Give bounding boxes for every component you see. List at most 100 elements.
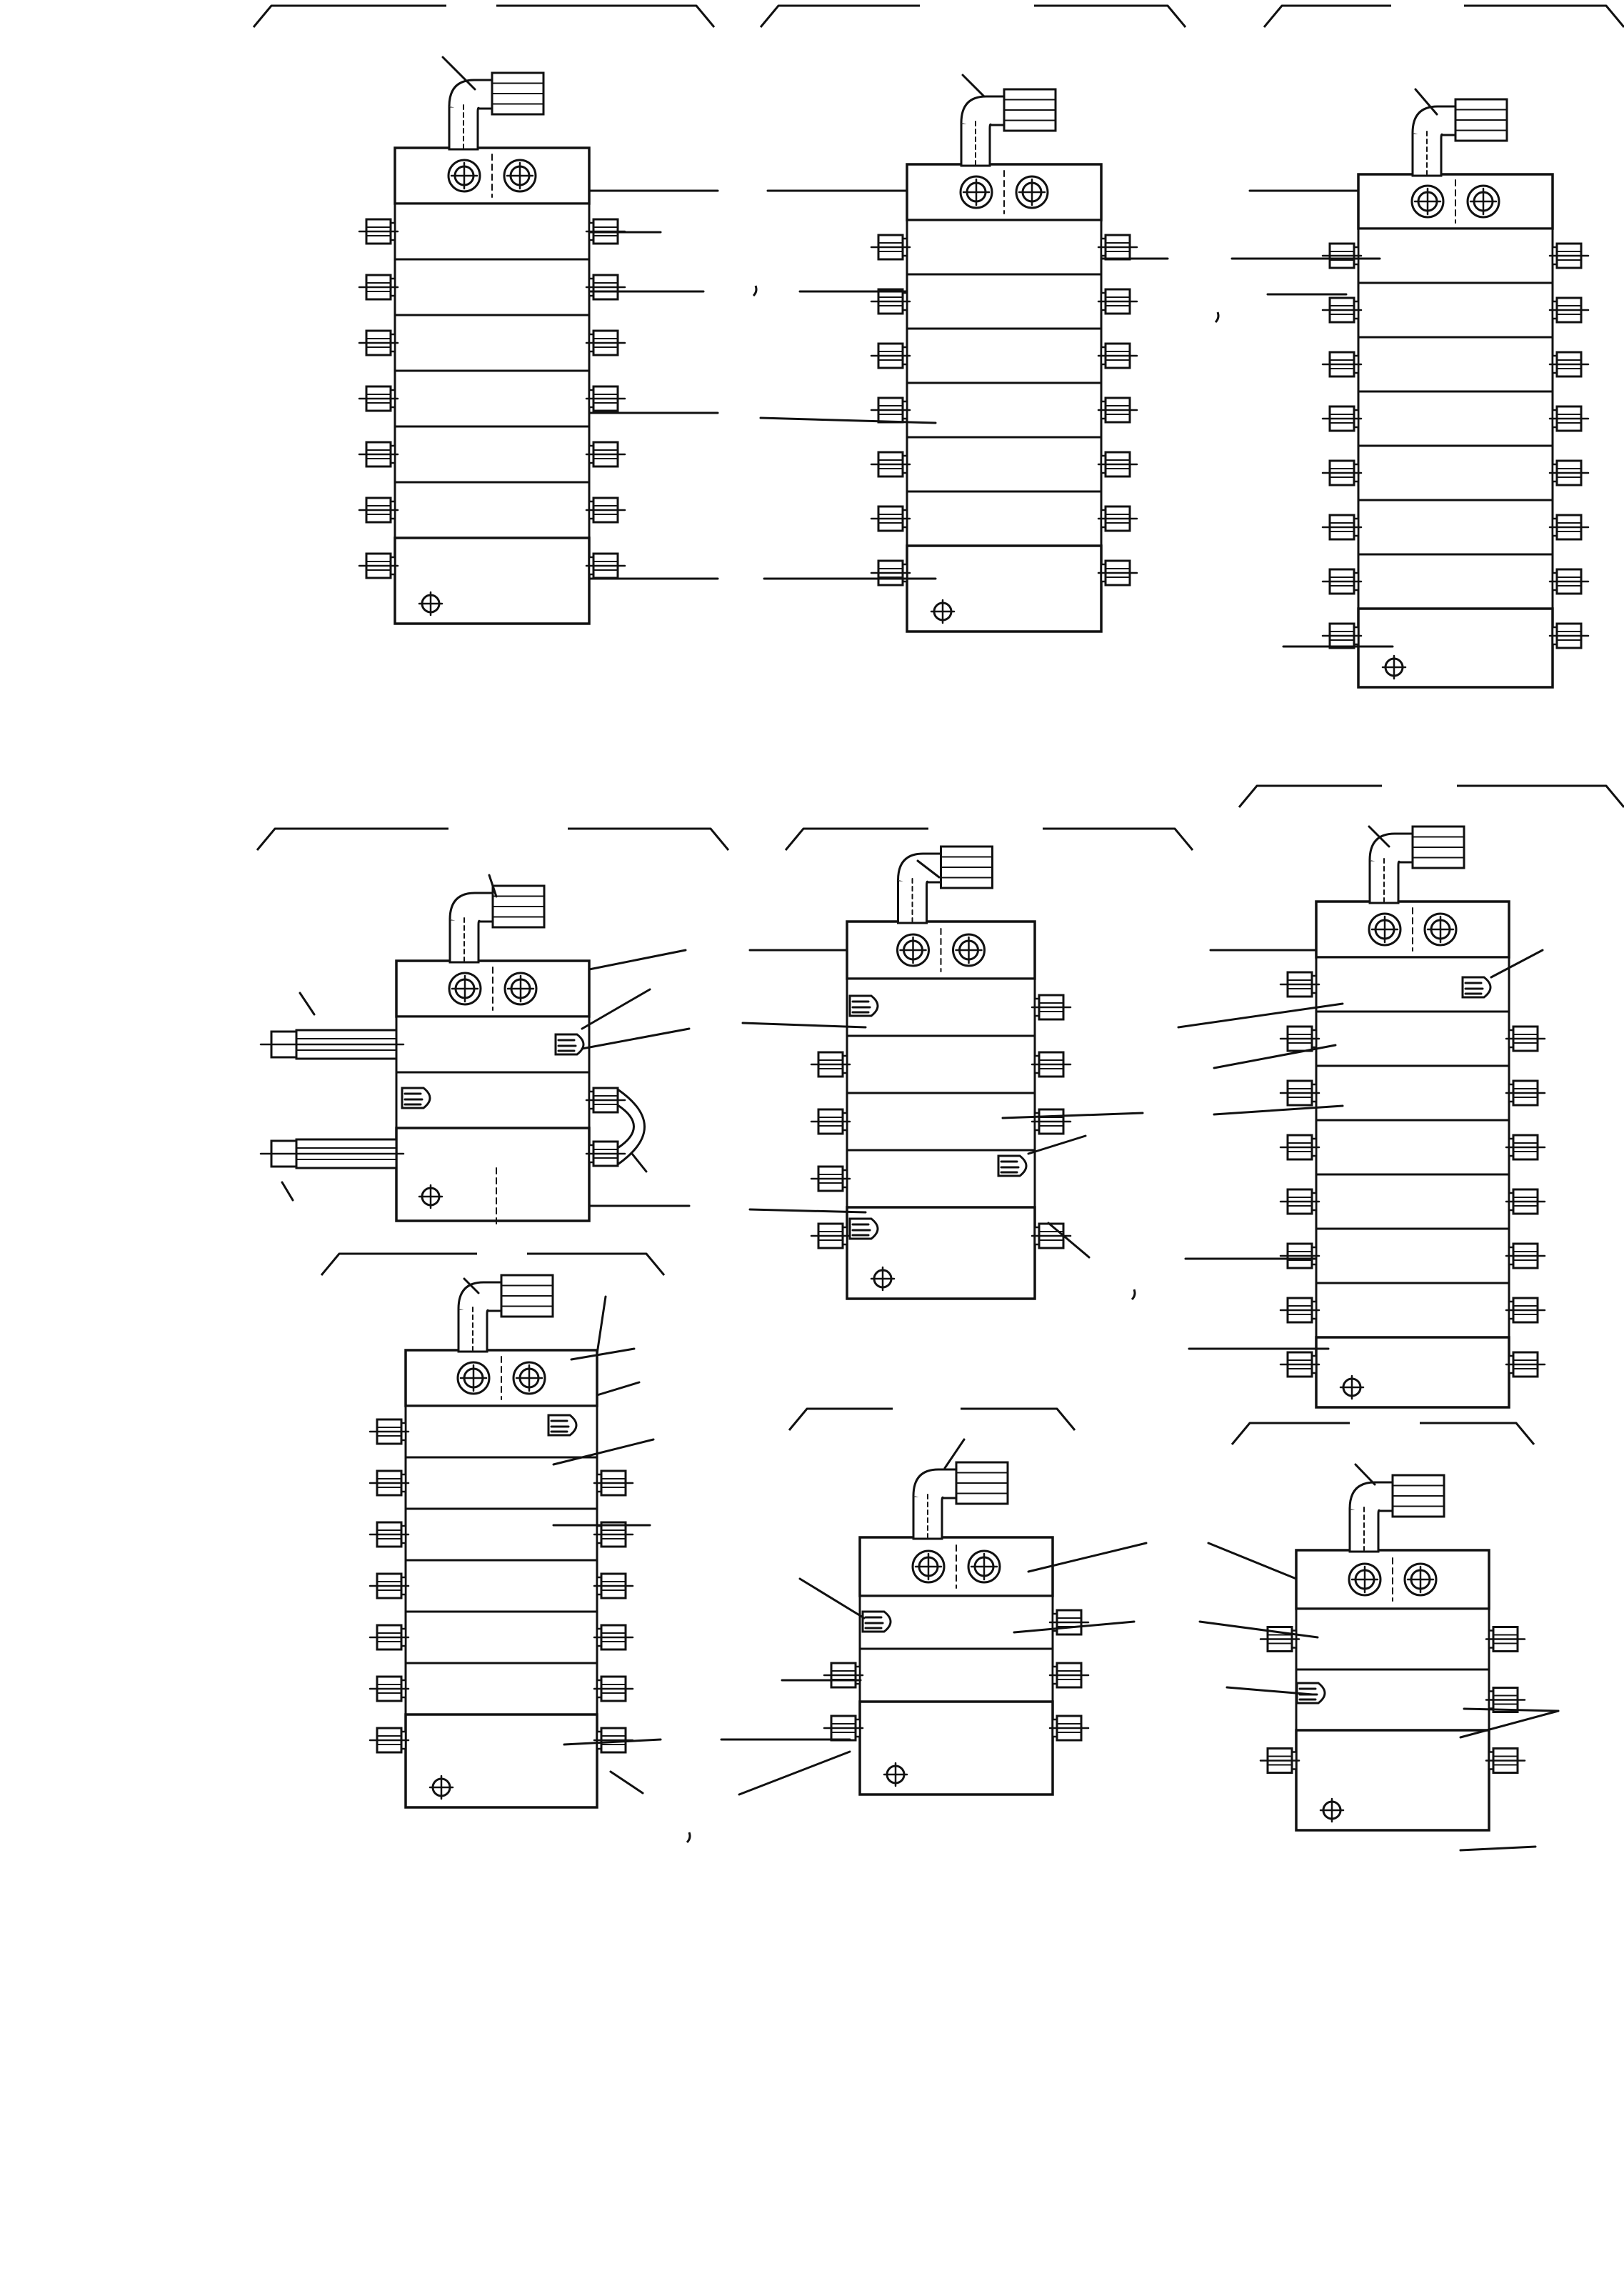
- metering-section: [1357, 390, 1554, 447]
- leader-line: [748, 1208, 867, 1214]
- group-bracket: [961, 1407, 1076, 1431]
- metering-section: [404, 1507, 598, 1562]
- leader-line: [759, 416, 937, 424]
- leader-line: [631, 1152, 648, 1173]
- group-bracket: [759, 4, 920, 28]
- leader-line: [596, 1381, 641, 1397]
- leader-line: [570, 1347, 636, 1361]
- metering-section: [1357, 553, 1554, 610]
- leader-line: [581, 988, 651, 1030]
- leader-line: [1459, 1845, 1537, 1852]
- group-bracket: [1230, 1422, 1350, 1445]
- leader-line: [281, 1181, 294, 1202]
- leader-line: [1459, 1709, 1560, 1739]
- leader-line: [609, 1770, 644, 1795]
- group-bracket: [1238, 784, 1382, 808]
- leader-line: [596, 1295, 607, 1355]
- scan-mark: [752, 285, 758, 297]
- metering-section: [858, 1594, 1054, 1650]
- metering-section: [1357, 281, 1554, 339]
- metering-section: [404, 1559, 598, 1613]
- leader-line: [581, 1027, 691, 1050]
- leader-line: [1013, 1620, 1136, 1634]
- leader-line: [1490, 949, 1544, 979]
- scan-mark: [1131, 1289, 1136, 1301]
- end-section: [1357, 607, 1554, 689]
- group-bracket: [788, 1407, 893, 1431]
- distributor-assembly: [720, 1407, 1148, 1796]
- leader-line: [1354, 1463, 1376, 1486]
- metering-section: [394, 425, 591, 484]
- metering-section: [846, 1092, 1036, 1152]
- group-bracket: [1043, 827, 1194, 851]
- metering-section: [906, 327, 1103, 384]
- metering-section: [1295, 1607, 1490, 1671]
- metering-section: [394, 258, 591, 316]
- group-bracket: [1457, 784, 1624, 808]
- metering-section: [394, 314, 591, 372]
- end-section: [394, 536, 591, 625]
- metering-section: [1357, 336, 1554, 393]
- metering-section: [1357, 444, 1554, 501]
- end-section: [1315, 1336, 1510, 1409]
- leader-line: [1225, 1686, 1314, 1696]
- distributor-assembly: [320, 1252, 666, 1809]
- leader-line: [741, 1022, 867, 1029]
- leader-line: [563, 1738, 662, 1746]
- leader-line: [961, 74, 986, 98]
- scan-mark: [686, 1832, 691, 1844]
- leader-line: [1207, 1542, 1298, 1580]
- leader-line: [738, 1750, 851, 1796]
- metering-section: [846, 1034, 1036, 1094]
- elbow-bend: [448, 892, 494, 926]
- group-bracket: [568, 827, 730, 851]
- distributor-assembly: [256, 827, 730, 1226]
- group-bracket: [496, 4, 716, 28]
- metering-section: [404, 1610, 598, 1664]
- metering-section: [1295, 1668, 1490, 1732]
- leader-line: [1198, 1620, 1319, 1639]
- leader-line: [463, 1277, 480, 1294]
- metering-section: [906, 381, 1103, 439]
- metering-section: [906, 273, 1103, 330]
- metering-section: [1315, 1064, 1510, 1122]
- leader-line: [488, 874, 498, 898]
- elbow-bend: [1348, 1481, 1394, 1515]
- distributor-assembly: [759, 4, 1187, 633]
- leader-line: [1213, 1104, 1344, 1116]
- group-bracket: [1464, 4, 1624, 28]
- metering-section: [906, 436, 1103, 493]
- end-section: [906, 544, 1103, 633]
- elbow-bend: [912, 1468, 958, 1502]
- leader-line: [1027, 1134, 1087, 1155]
- metering-section: [394, 202, 591, 261]
- leader-line: [299, 992, 316, 1016]
- group-bracket: [784, 827, 928, 851]
- leader-line: [441, 56, 476, 91]
- distributor-assembly: [252, 4, 719, 625]
- leader-line: [916, 859, 941, 879]
- metering-section: [1315, 1282, 1510, 1339]
- metering-section: [404, 1662, 598, 1716]
- end-section: [395, 1127, 591, 1222]
- metering-section: [906, 490, 1103, 547]
- leader-line: [1047, 1222, 1091, 1259]
- metering-section: [1315, 1010, 1510, 1067]
- distributor-assembly: [741, 827, 1194, 1300]
- bypass-loop: [617, 1104, 635, 1149]
- metering-section: [858, 1647, 1054, 1703]
- metering-section: [404, 1456, 598, 1510]
- metering-section: [1357, 227, 1554, 284]
- elbow-bend: [457, 1281, 503, 1315]
- metering-section: [1315, 1173, 1510, 1230]
- group-bracket: [1420, 1422, 1535, 1445]
- metering-section: [394, 481, 591, 539]
- metering-section: [906, 219, 1103, 276]
- scan-mark: [1214, 311, 1220, 324]
- leader-line: [1177, 1002, 1344, 1029]
- group-bracket: [1263, 4, 1391, 28]
- leader-line: [1368, 825, 1390, 848]
- distributor-assembly: [1177, 784, 1624, 1409]
